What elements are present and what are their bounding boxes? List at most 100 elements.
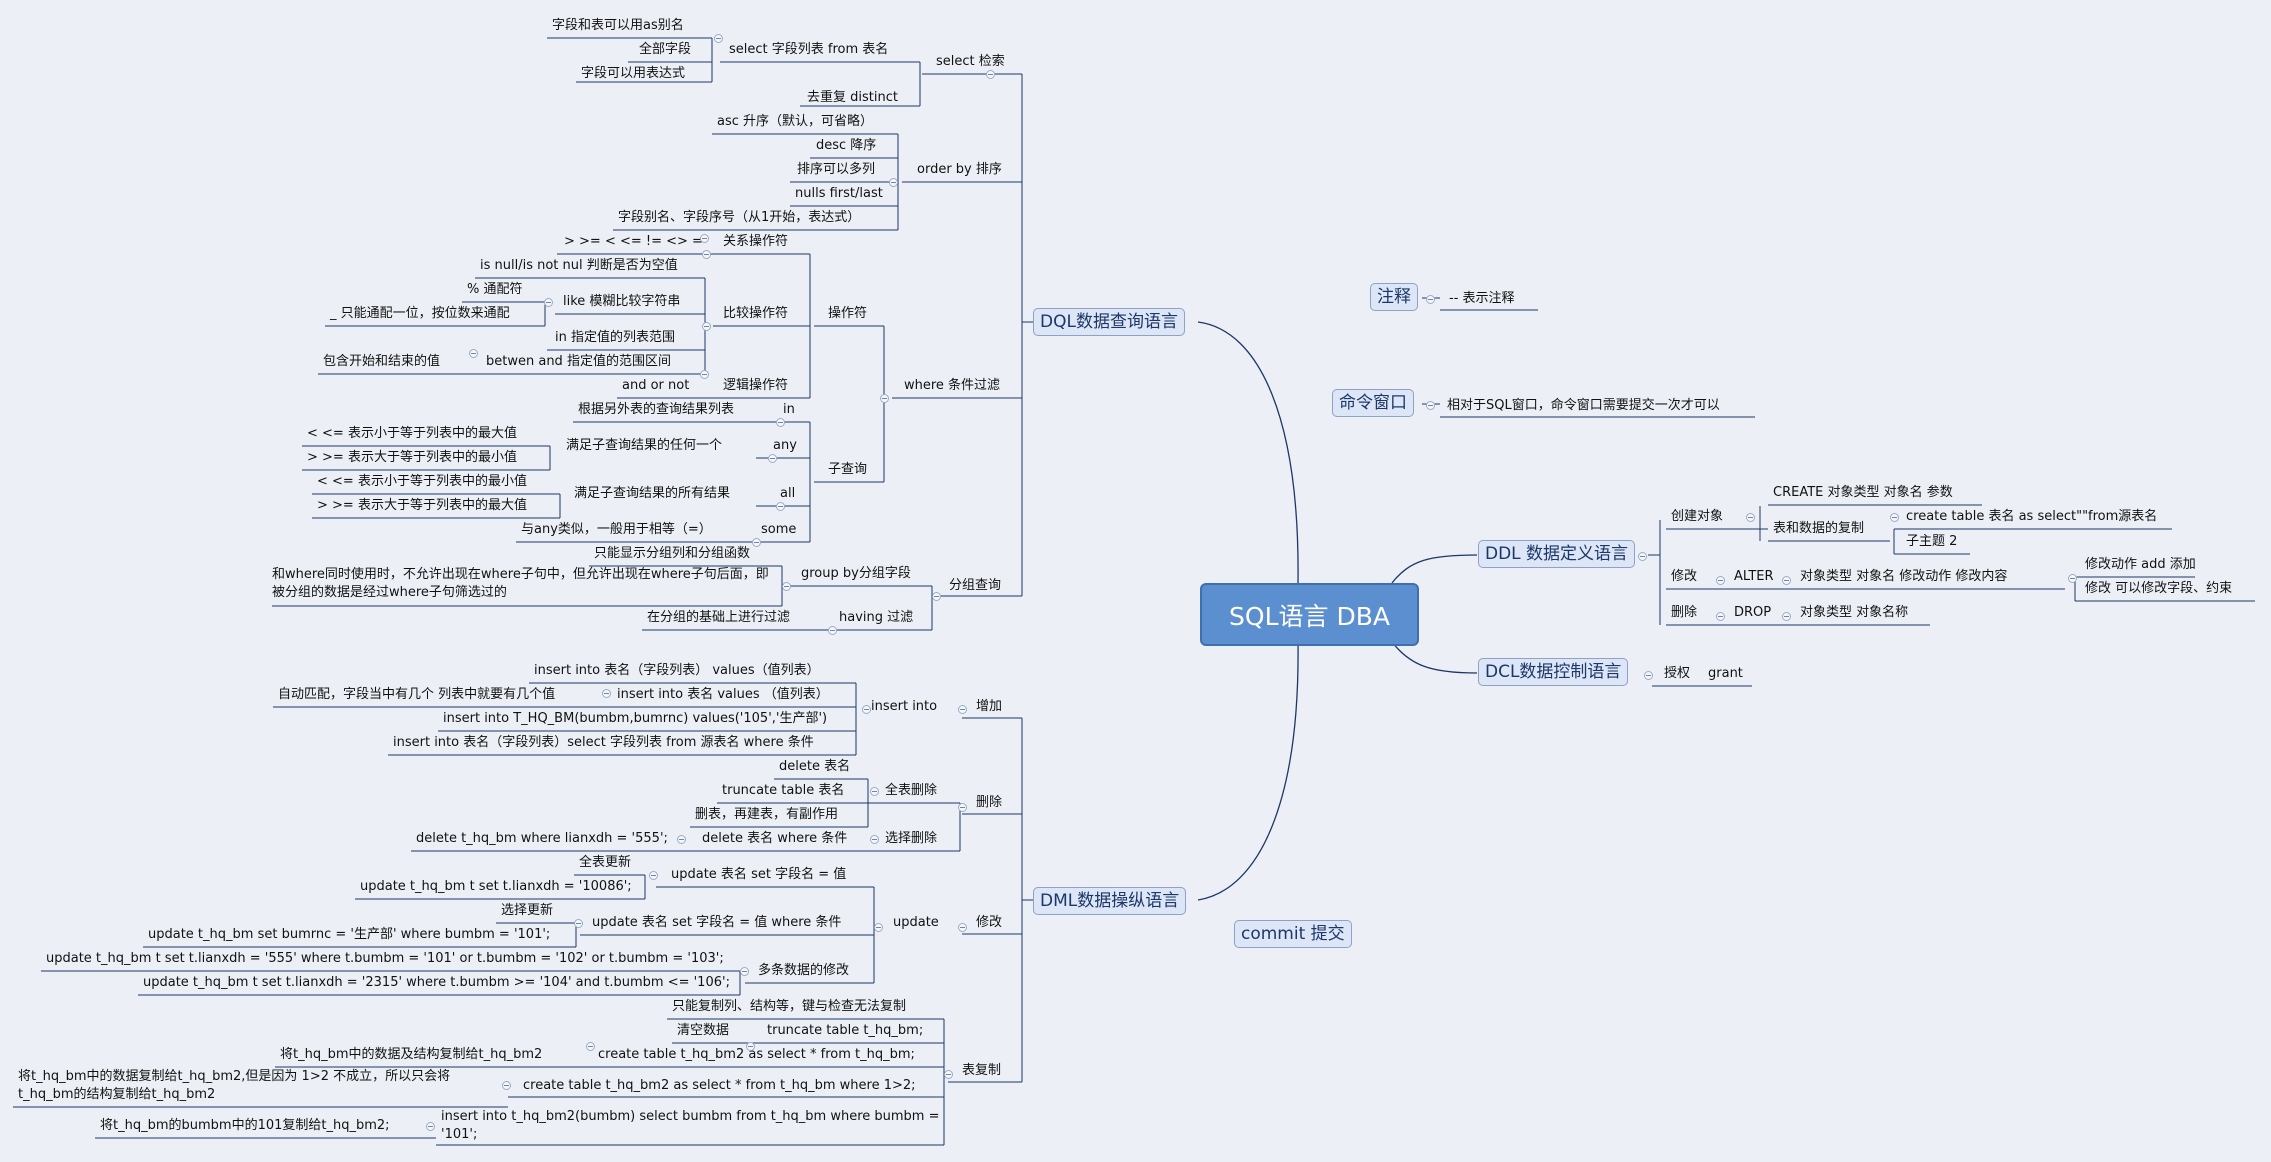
like-percent: % 通配符 <box>467 282 523 297</box>
collapse-toggle-icon[interactable] <box>602 689 611 698</box>
ddl-copy-sql: create table 表名 as select""from源表名 <box>1906 509 2158 524</box>
collapse-toggle-icon[interactable] <box>1426 295 1435 304</box>
sub-any-kw: any <box>773 438 797 453</box>
collapse-toggle-icon[interactable] <box>702 250 711 259</box>
copy-1: truncate table t_hq_bm; <box>767 1023 924 1038</box>
collapse-toggle-icon[interactable] <box>874 923 883 932</box>
copy-3: create table t_hq_bm2 as select * from t… <box>523 1078 916 1093</box>
ddl-create[interactable]: 创建对象 <box>1671 509 1724 524</box>
collapse-toggle-icon[interactable] <box>1716 576 1725 585</box>
collapse-toggle-icon[interactable] <box>714 34 723 43</box>
ddl-alter-modify: 修改 可以修改字段、约束 <box>2085 581 2233 596</box>
collapse-toggle-icon[interactable] <box>700 234 709 243</box>
dml-modify[interactable]: 修改 <box>976 915 1003 930</box>
collapse-toggle-icon[interactable] <box>574 919 583 928</box>
collapse-toggle-icon[interactable] <box>426 1122 435 1131</box>
collapse-toggle-icon[interactable] <box>649 871 658 880</box>
between-desc: 包含开始和结束的值 <box>323 354 441 369</box>
collapse-toggle-icon[interactable] <box>776 502 785 511</box>
collapse-toggle-icon[interactable] <box>870 787 879 796</box>
collapse-toggle-icon[interactable] <box>889 178 898 187</box>
dql-group[interactable]: 分组查询 <box>949 578 1002 593</box>
where-subquery[interactable]: 子查询 <box>828 462 868 477</box>
collapse-toggle-icon[interactable] <box>1782 576 1791 585</box>
dql-order[interactable]: order by 排序 <box>917 162 1002 177</box>
node-dml[interactable]: DML数据操纵语言 <box>1033 887 1187 915</box>
sub-all-kw: all <box>780 486 796 501</box>
update-3-example-2: update t_hq_bm t set t.lianxdh = '2315' … <box>143 975 730 990</box>
collapse-toggle-icon[interactable] <box>932 592 941 601</box>
collapse-toggle-icon[interactable] <box>958 705 967 714</box>
select-all: 全部字段 <box>639 42 692 57</box>
collapse-toggle-icon[interactable] <box>700 370 709 379</box>
collapse-toggle-icon[interactable] <box>544 298 553 307</box>
add-insert: insert into <box>871 699 938 714</box>
ops-relational[interactable]: 关系操作符 <box>723 234 789 249</box>
update-1: update 表名 set 字段名 = 值 <box>671 867 847 882</box>
delete-4: delete 表名 where 条件 <box>702 831 848 846</box>
collapse-toggle-icon[interactable] <box>986 70 995 79</box>
copy-2-note: 将t_hq_bm中的数据及结构复制给t_hq_bm2 <box>280 1047 543 1062</box>
ddl-copy[interactable]: 表和数据的复制 <box>1773 521 1865 536</box>
collapse-toggle-icon[interactable] <box>782 582 791 591</box>
group-note-2: 和where同时使用时，不允许出现在where子句中，但允许出现在where子句… <box>272 567 769 600</box>
collapse-toggle-icon[interactable] <box>1638 552 1647 561</box>
collapse-toggle-icon[interactable] <box>1426 401 1435 410</box>
where-ops[interactable]: 操作符 <box>828 306 868 321</box>
ops-relational-list: > >= < <= != <> = <box>564 234 703 249</box>
ddl-alter[interactable]: 修改 <box>1671 569 1698 584</box>
collapse-toggle-icon[interactable] <box>1746 513 1755 522</box>
any-lt: < <= 表示小于等于列表中的最大值 <box>307 426 517 441</box>
collapse-toggle-icon[interactable] <box>776 418 785 427</box>
cmp-in: in 指定值的列表范围 <box>555 330 675 345</box>
collapse-toggle-icon[interactable] <box>958 803 967 812</box>
collapse-toggle-icon[interactable] <box>469 349 478 358</box>
collapse-toggle-icon[interactable] <box>502 1081 511 1090</box>
node-commit[interactable]: commit 提交 <box>1234 920 1352 948</box>
collapse-toggle-icon[interactable] <box>1644 671 1653 680</box>
collapse-toggle-icon[interactable] <box>768 454 777 463</box>
node-dcl[interactable]: DCL数据控制语言 <box>1478 658 1629 686</box>
node-dql[interactable]: DQL数据查询语言 <box>1033 308 1185 336</box>
delete-3: 删表，再建表，有副作用 <box>695 807 839 822</box>
dml-add[interactable]: 增加 <box>976 699 1003 714</box>
copy-2: create table t_hq_bm2 as select * from t… <box>598 1047 915 1062</box>
root-node[interactable]: SQL语言 DBA <box>1200 583 1419 646</box>
ddl-subtopic: 子主题 2 <box>1906 534 1958 549</box>
collapse-toggle-icon[interactable] <box>1890 513 1899 522</box>
collapse-toggle-icon[interactable] <box>746 1042 755 1051</box>
dql-select[interactable]: select 检索 <box>936 54 1005 69</box>
collapse-toggle-icon[interactable] <box>880 394 889 403</box>
node-ddl[interactable]: DDL 数据定义语言 <box>1478 540 1636 568</box>
dml-delete[interactable]: 删除 <box>976 795 1003 810</box>
ops-compare[interactable]: 比较操作符 <box>723 306 789 321</box>
node-command-window[interactable]: 命令窗口 <box>1332 389 1414 417</box>
dql-where[interactable]: where 条件过滤 <box>904 378 1001 393</box>
dml-copy[interactable]: 表复制 <box>962 1063 1002 1078</box>
insert-1: insert into 表名（字段列表） values（值列表） <box>534 663 820 678</box>
collapse-toggle-icon[interactable] <box>870 835 879 844</box>
collapse-toggle-icon[interactable] <box>702 322 711 331</box>
collapse-toggle-icon[interactable] <box>944 1070 953 1079</box>
collapse-toggle-icon[interactable] <box>740 967 749 976</box>
collapse-toggle-icon[interactable] <box>862 705 871 714</box>
cmp-between: betwen and 指定值的范围区间 <box>486 354 671 369</box>
node-comment[interactable]: 注释 <box>1370 283 1418 311</box>
collapse-toggle-icon[interactable] <box>752 538 761 547</box>
ops-logic[interactable]: 逻辑操作符 <box>723 378 789 393</box>
like-underscore: _ 只能通配一位，按位数来通配 <box>330 306 510 321</box>
update-3: 多条数据的修改 <box>758 963 850 978</box>
ddl-drop[interactable]: 删除 <box>1671 605 1698 620</box>
collapse-toggle-icon[interactable] <box>586 1042 595 1051</box>
collapse-toggle-icon[interactable] <box>958 923 967 932</box>
update-2-note: 选择更新 <box>501 903 554 918</box>
collapse-toggle-icon[interactable] <box>828 626 837 635</box>
collapse-toggle-icon[interactable] <box>677 835 686 844</box>
collapse-toggle-icon[interactable] <box>2068 574 2077 583</box>
sub-some-kw: some <box>761 522 797 537</box>
update-1-note: 全表更新 <box>579 855 632 870</box>
copy-1-note: 清空数据 <box>677 1023 730 1038</box>
collapse-toggle-icon[interactable] <box>1716 612 1725 621</box>
collapse-toggle-icon[interactable] <box>1782 612 1791 621</box>
